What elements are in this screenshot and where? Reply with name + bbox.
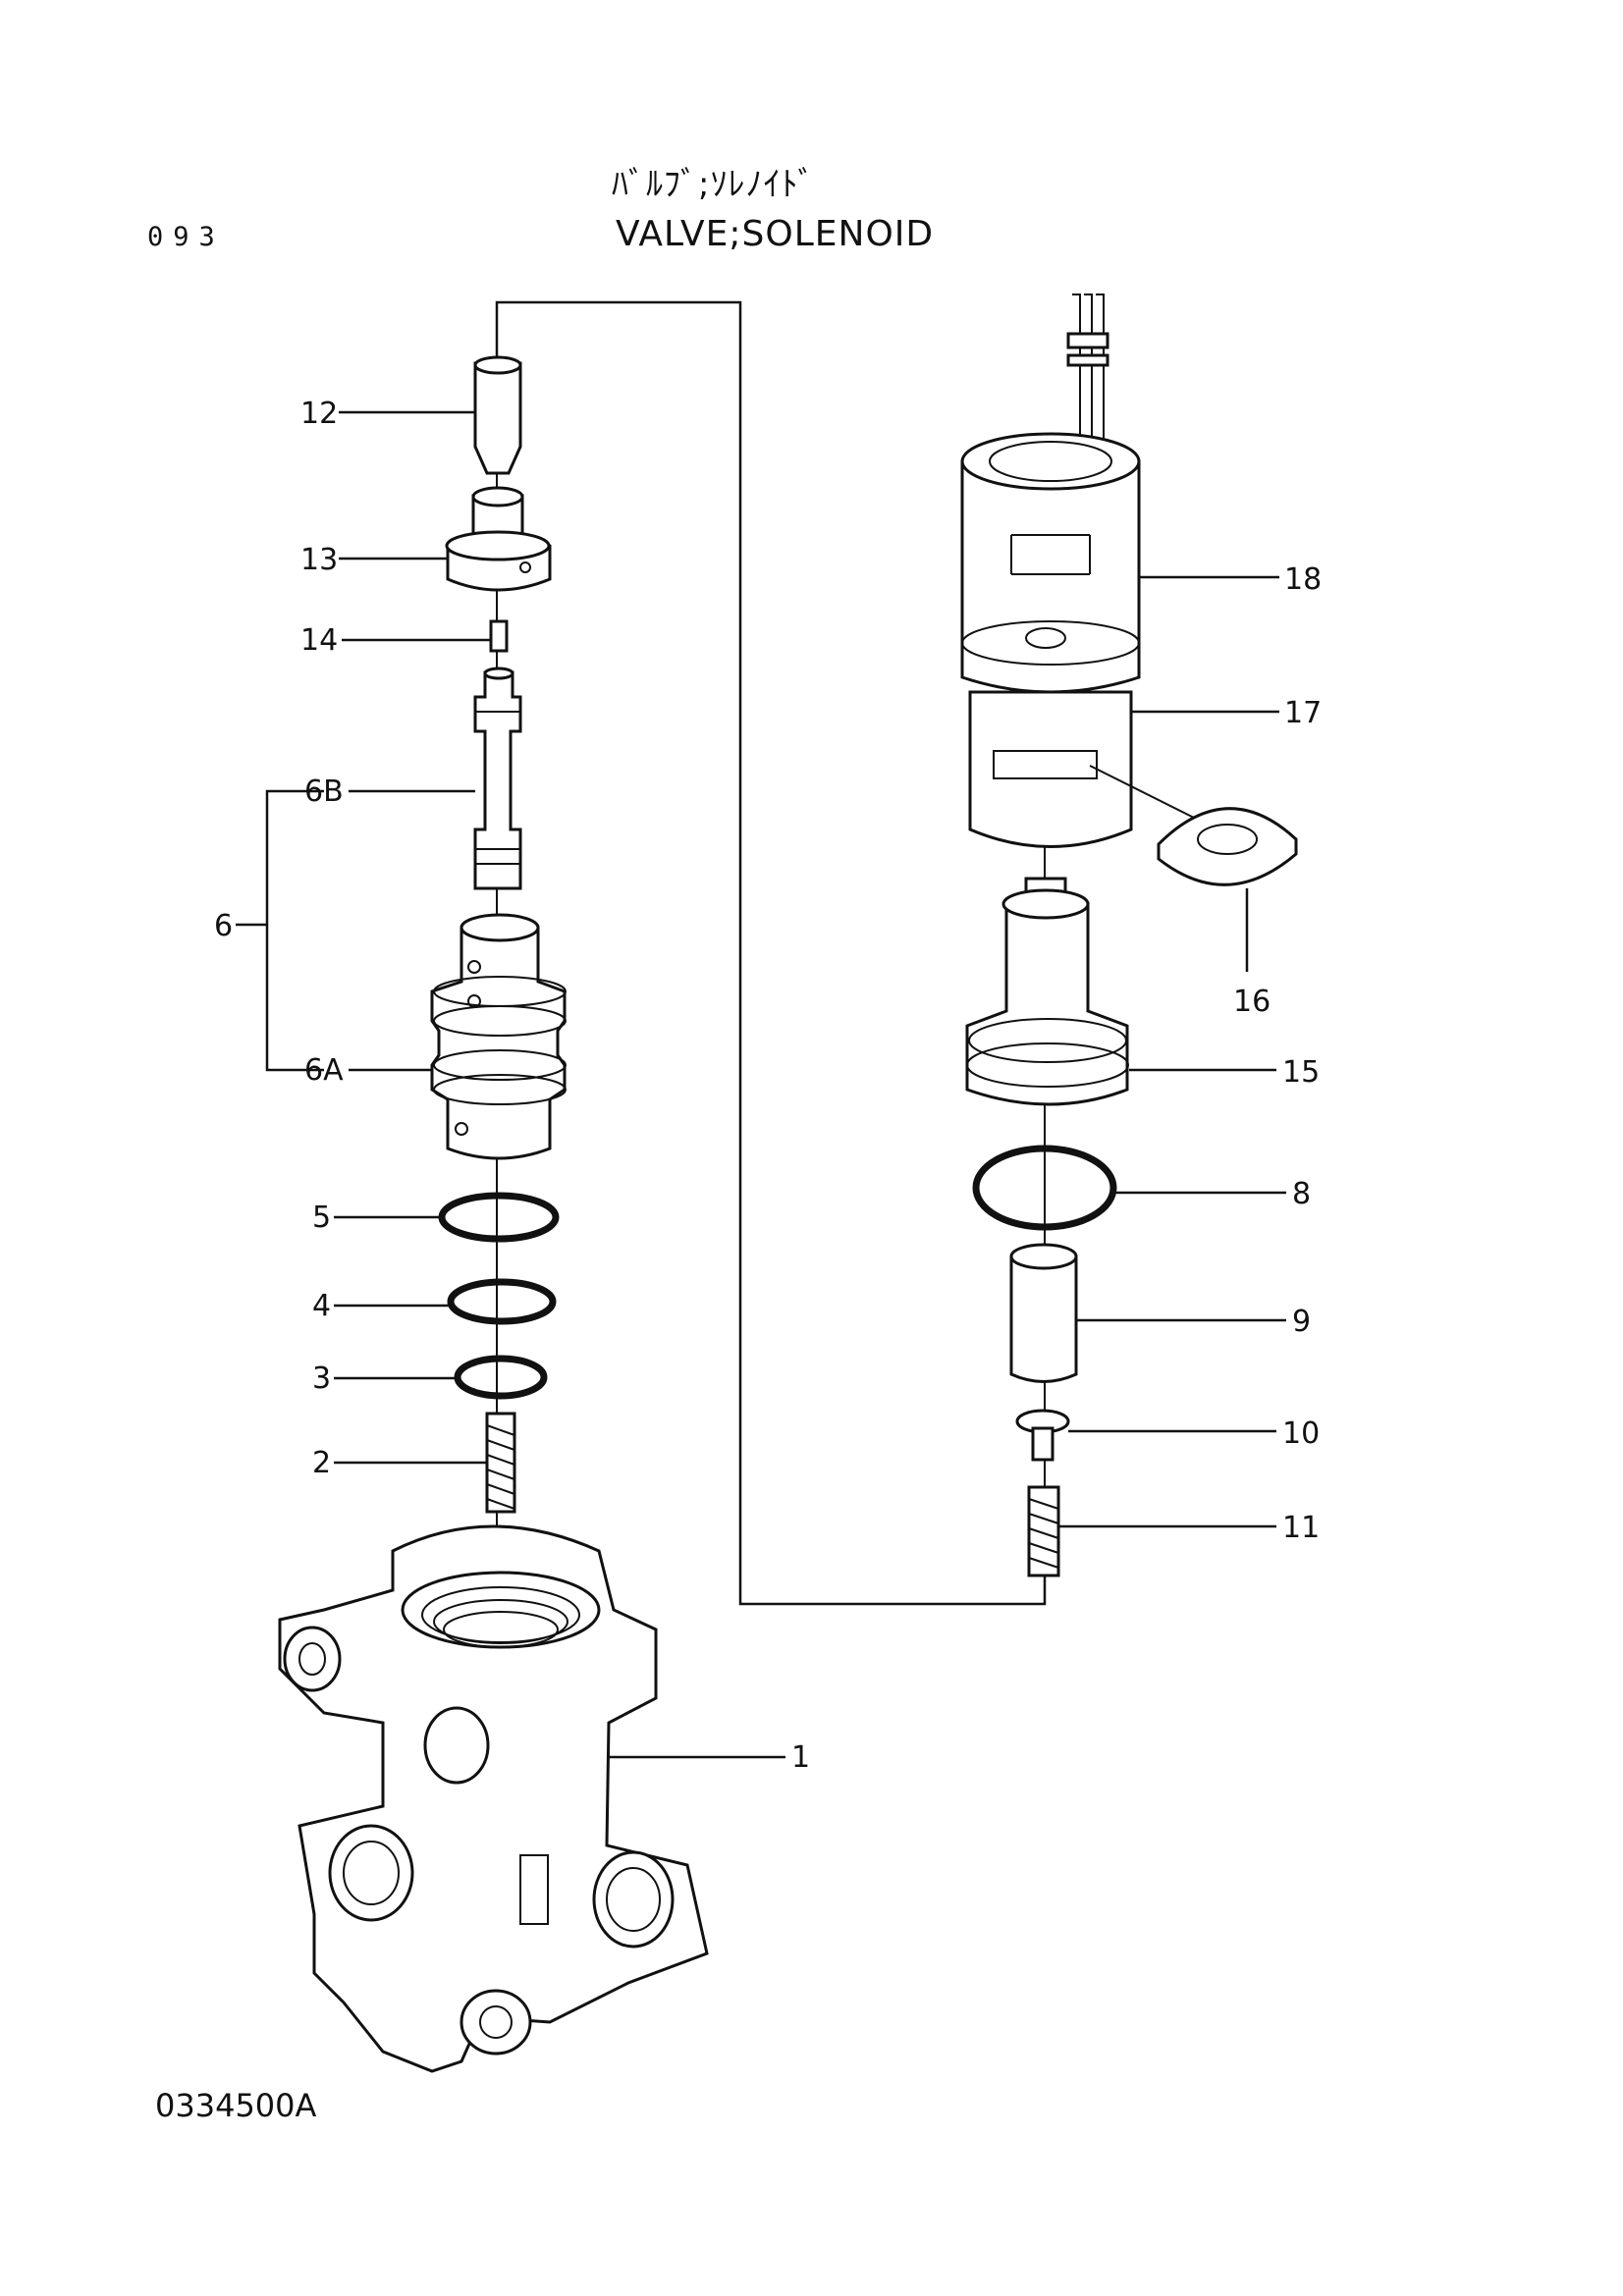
drawing-code: 0334500A xyxy=(155,2087,317,2124)
part-4-o-ring xyxy=(447,1278,557,1325)
title-japanese: ﾊﾞﾙﾌﾞ;ｿﾚﾉｲﾄﾞ xyxy=(612,165,816,204)
callout-5: 5 xyxy=(312,1201,331,1235)
callout-2: 2 xyxy=(312,1446,331,1480)
part-10-retainer xyxy=(1015,1409,1070,1462)
callout-3: 3 xyxy=(312,1362,331,1396)
part-5-o-ring xyxy=(438,1192,560,1243)
callout-15: 15 xyxy=(1282,1055,1320,1090)
callout-6a: 6A xyxy=(304,1053,344,1088)
part-2-spring xyxy=(485,1412,516,1514)
callout-14: 14 xyxy=(300,623,338,658)
callout-8: 8 xyxy=(1292,1177,1311,1211)
part-6a-sleeve xyxy=(430,913,567,1160)
title-english: VALVE;SOLENOID xyxy=(616,214,935,254)
part-18-coil-housing xyxy=(960,432,1141,694)
part-13-flange xyxy=(445,486,552,592)
callout-6b: 6B xyxy=(304,774,344,809)
callout-16: 16 xyxy=(1233,985,1271,1019)
part-16-washer xyxy=(1157,807,1298,886)
part-12-cap xyxy=(473,355,522,475)
assembly-connector-line xyxy=(495,300,1047,1606)
callout-9: 9 xyxy=(1292,1305,1311,1339)
page-number: 093 xyxy=(147,222,225,252)
part-6b-spool xyxy=(473,667,522,890)
callout-12: 12 xyxy=(300,397,338,431)
part-3-o-ring xyxy=(454,1355,548,1400)
callout-13: 13 xyxy=(300,543,338,577)
callout-6: 6 xyxy=(214,909,233,943)
part-1-valve-body xyxy=(278,1524,709,2073)
part-9-plunger xyxy=(1009,1243,1078,1383)
part-15-core xyxy=(965,877,1129,1106)
callout-1: 1 xyxy=(791,1740,810,1775)
part-8-o-ring xyxy=(972,1145,1117,1231)
part-14-pin xyxy=(489,619,509,653)
callout-4: 4 xyxy=(312,1289,331,1323)
callout-17: 17 xyxy=(1284,696,1322,730)
part-11-spring xyxy=(1027,1485,1060,1577)
leader-lines xyxy=(236,410,1286,1759)
part-17-coil xyxy=(968,690,1199,848)
callout-11: 11 xyxy=(1282,1511,1320,1545)
callout-18: 18 xyxy=(1284,562,1322,597)
callout-10: 10 xyxy=(1282,1416,1320,1451)
